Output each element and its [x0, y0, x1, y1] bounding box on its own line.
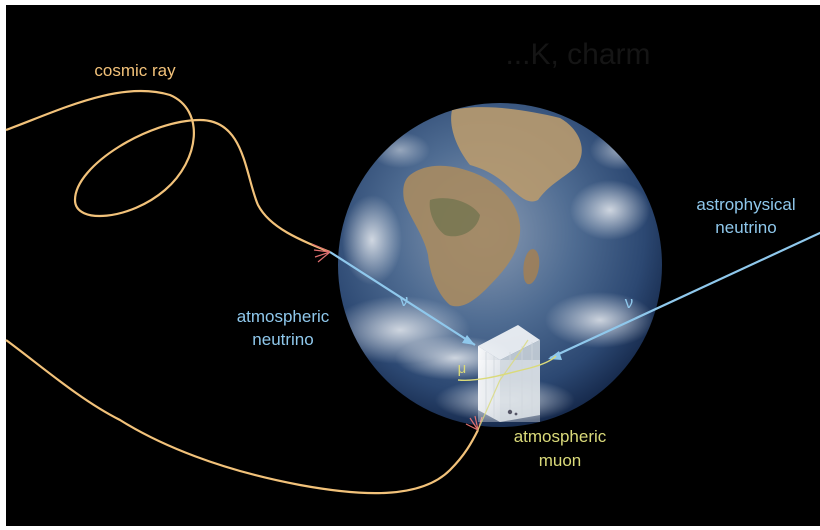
- atmospheric-muon-track: [477, 339, 529, 431]
- atmospheric-neutrino-label-line1: atmospheric: [237, 307, 330, 326]
- atmospheric-neutrino-ray: [329, 251, 476, 346]
- neutrino-symbol-right: ν: [625, 293, 634, 312]
- astrophysical-neutrino-ray: [549, 231, 820, 359]
- cosmic-ray-track-lower: [5, 339, 479, 495]
- atmospheric-muon-label-line2: muon: [539, 451, 582, 470]
- cosmic-ray-label: cosmic ray: [94, 61, 176, 80]
- ice-cube-detector-icon: [478, 325, 540, 422]
- atmospheric-neutrino-label-line2: neutrino: [252, 330, 313, 349]
- atmospheric-muon-label-line1: atmospheric: [514, 427, 607, 446]
- atmospheric-neutrino-arrowhead: [462, 335, 475, 345]
- neutrino-symbol-left: ν: [400, 291, 409, 310]
- muon-symbol: μ: [458, 360, 467, 377]
- cosmic-ray-track-upper: [5, 89, 331, 254]
- astrophysical-label-line1: astrophysical: [696, 195, 795, 214]
- muon-track: [457, 355, 557, 382]
- astrophysical-neutrino-arrowhead: [548, 351, 562, 360]
- astrophysical-label-line2: neutrino: [715, 218, 776, 237]
- air-shower-upper: [311, 243, 331, 263]
- top-label-fragment: ...K, charm: [505, 38, 650, 71]
